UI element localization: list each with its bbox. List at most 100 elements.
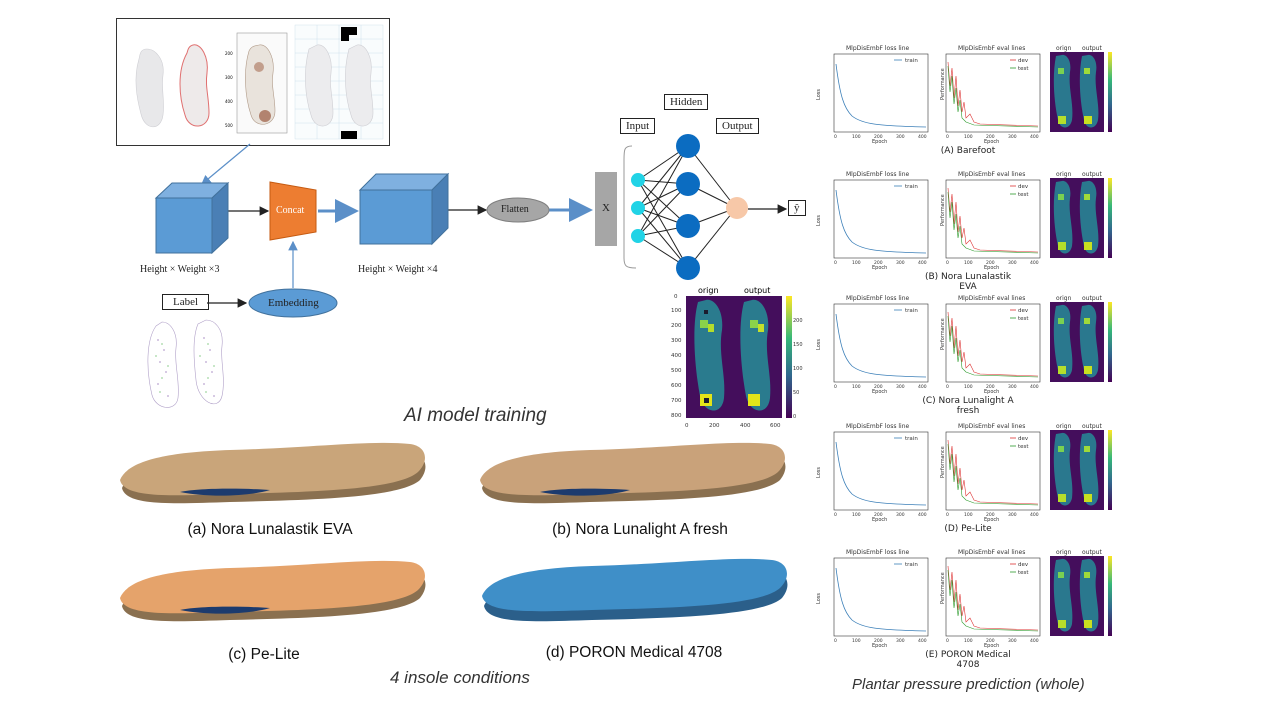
embedding-node (248, 288, 338, 318)
prediction-panel-caption: (E) PORON Medical 4708 (925, 650, 1011, 670)
eval-legend-dev: dev (1018, 58, 1029, 64)
x-label: X (602, 202, 610, 214)
heat-title-output: output (1082, 423, 1102, 430)
model-connectors (147, 134, 788, 408)
loss-legend-label: train (905, 436, 918, 442)
eval-legend-test: test (1018, 316, 1029, 322)
svg-text:300: 300 (1008, 260, 1017, 266)
svg-text:100: 100 (852, 260, 861, 266)
svg-text:400: 400 (1030, 260, 1039, 266)
svg-text:0: 0 (946, 134, 949, 140)
heat-title-orign: orign (1056, 295, 1072, 302)
svg-text:500: 500 (225, 123, 233, 128)
eval-dev-line (947, 187, 1039, 253)
hidden-neuron (676, 214, 700, 238)
eval-legend-dev: dev (1018, 436, 1029, 442)
svg-text:0: 0 (834, 512, 837, 518)
eval-chart-title: MlpDisEmbF eval lines (958, 295, 1025, 302)
loss-ylabel: Loss (816, 89, 822, 100)
eval-xlabel: Epoch (984, 265, 999, 271)
svg-text:400: 400 (918, 512, 927, 518)
eval-xlabel: Epoch (984, 643, 999, 649)
loss-chart-title: MlpDisEmbF loss line (846, 549, 910, 556)
loss-xlabel: Epoch (872, 265, 887, 271)
label-height-weight-4: Height × Weight ×4 (358, 264, 438, 275)
eval-chart-frame (945, 557, 1041, 637)
loss-chart-title: MlpDisEmbF loss line (846, 45, 910, 52)
svg-text:300: 300 (896, 134, 905, 140)
svg-text:200: 200 (671, 323, 682, 329)
insole-sensor-map (147, 319, 224, 408)
svg-text:400: 400 (1030, 384, 1039, 390)
eval-dev-line (947, 439, 1039, 505)
feature-cube-2 (358, 172, 450, 246)
prediction-label: ŷ (788, 200, 806, 216)
svg-text:100: 100 (852, 134, 861, 140)
prediction-panel-caption: (A) Barefoot (940, 146, 996, 156)
svg-text:400: 400 (740, 423, 751, 429)
svg-text:200: 200 (874, 384, 883, 390)
svg-text:300: 300 (1008, 512, 1017, 518)
svg-text:700: 700 (671, 398, 682, 404)
eval-dev-line (947, 311, 1039, 377)
loss-chart-frame (833, 303, 929, 383)
heat-title-orign: orign (1056, 171, 1072, 178)
svg-text:100: 100 (852, 638, 861, 644)
insole-photo-a (120, 442, 426, 504)
svg-text:300: 300 (896, 384, 905, 390)
heatmap-title-output: output (744, 286, 770, 295)
eval-chart-frame (945, 179, 1041, 259)
svg-text:400: 400 (1030, 512, 1039, 518)
loss-train-line (835, 63, 927, 128)
concat-block (269, 181, 317, 241)
concat-label: Concat (276, 205, 305, 216)
eval-xlabel: Epoch (984, 139, 999, 145)
svg-text:100: 100 (964, 260, 973, 266)
svg-text:400: 400 (1030, 134, 1039, 140)
loss-chart-frame (833, 431, 929, 511)
eval-ylabel: Performance (940, 446, 946, 478)
svg-text:0: 0 (946, 260, 949, 266)
svg-text:100: 100 (793, 366, 803, 372)
svg-text:0: 0 (834, 384, 837, 390)
loss-xlabel: Epoch (872, 389, 887, 395)
eval-chart-title: MlpDisEmbF eval lines (958, 171, 1025, 178)
eval-chart-frame (945, 303, 1041, 383)
eval-ylabel: Performance (940, 318, 946, 350)
loss-chart-frame (833, 179, 929, 259)
loss-train-line (835, 441, 927, 506)
svg-text:0: 0 (946, 638, 949, 644)
heatmap-title-orign: orign (698, 286, 719, 295)
loss-train-line (835, 567, 927, 632)
training-heatmap: orign output 0 100 200 300 400 500 600 7… (671, 286, 803, 429)
output-neuron (726, 197, 748, 219)
svg-text:0: 0 (674, 294, 678, 300)
svg-text:300: 300 (1008, 384, 1017, 390)
eval-test-line (947, 315, 1039, 378)
eval-legend-dev: dev (1018, 562, 1029, 568)
prediction-section-caption: Plantar pressure prediction (whole) (852, 676, 1085, 693)
flatten-node (486, 197, 550, 223)
svg-text:600: 600 (671, 383, 682, 389)
input-neuron (631, 201, 645, 215)
ai-training-caption: AI model training (404, 405, 547, 426)
eval-dev-line (947, 565, 1039, 631)
loss-chart-title: MlpDisEmbF loss line (846, 295, 910, 302)
input-neuron (631, 229, 645, 243)
loss-train-line (835, 313, 927, 378)
svg-text:50: 50 (793, 390, 799, 396)
svg-text:800: 800 (671, 413, 682, 419)
svg-text:500: 500 (671, 368, 682, 374)
x-input-bar (595, 172, 617, 246)
eval-legend-dev: dev (1018, 308, 1029, 314)
heat-title-output: output (1082, 171, 1102, 178)
eval-legend-dev: dev (1018, 184, 1029, 190)
insole-photo-d (482, 558, 788, 622)
svg-text:200: 200 (709, 423, 720, 429)
